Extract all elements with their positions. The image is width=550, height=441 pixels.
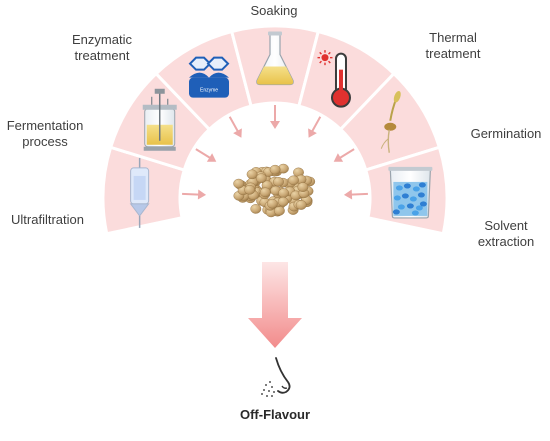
- enzyme-badge: Enzyme: [200, 88, 218, 94]
- soybean: [277, 196, 289, 207]
- nostril: [281, 385, 288, 389]
- flask-rim: [268, 31, 282, 36]
- nose-icon: [261, 357, 291, 397]
- arrow-head: [197, 189, 207, 200]
- bioreactor-icon: [142, 88, 177, 151]
- odour-particle: [269, 381, 271, 383]
- column-filling: [133, 175, 146, 200]
- granule: [409, 196, 417, 202]
- granule: [393, 195, 401, 201]
- granule: [417, 192, 425, 198]
- label-thermal: Thermal treatment: [425, 30, 481, 61]
- arrow-enzymatic: [228, 116, 242, 138]
- arrow-head: [333, 153, 344, 162]
- label-soaking: Soaking: [250, 3, 298, 18]
- leaf: [393, 91, 401, 103]
- flask-icon: [256, 31, 294, 86]
- arrow-thermal: [308, 116, 322, 138]
- heat-ray: [328, 51, 331, 55]
- enzyme-icon: Enzyme: [188, 56, 230, 98]
- root-branch: [380, 138, 389, 149]
- label-fermentation: Fermentation process: [6, 118, 84, 149]
- soybean: [273, 176, 284, 187]
- thermo-mercury: [338, 69, 343, 96]
- granule: [411, 210, 419, 216]
- odour-particle: [266, 395, 268, 397]
- enzyme-body: [189, 77, 230, 98]
- odour-particle: [271, 386, 273, 388]
- sprout-icon: [380, 91, 401, 153]
- granule: [401, 193, 409, 199]
- outcome-arrow: [248, 262, 302, 397]
- soybean: [278, 188, 289, 198]
- granule: [412, 186, 420, 192]
- granule: [395, 185, 403, 191]
- arrow-head: [206, 153, 217, 162]
- odour-particle: [265, 384, 267, 386]
- odour-particle: [268, 390, 270, 392]
- binding-site: [189, 72, 230, 78]
- arrow-ultrafiltration: [182, 189, 207, 200]
- heat-ray: [319, 51, 322, 55]
- granule: [403, 183, 411, 189]
- thermometer-icon: [317, 50, 351, 108]
- soybean: [269, 164, 281, 175]
- granule: [418, 182, 426, 188]
- soybean: [297, 182, 309, 192]
- soybean: [259, 187, 271, 198]
- arrow-head: [308, 128, 317, 138]
- granule: [392, 209, 400, 215]
- root-main: [387, 129, 390, 153]
- motor: [154, 88, 165, 94]
- soybean: [250, 204, 262, 214]
- treatment-icons: Enzyme: [129, 31, 433, 228]
- arrow-head: [343, 189, 353, 200]
- substrate-hex-2: [206, 56, 230, 71]
- nose-outline: [275, 357, 291, 394]
- soybean: [246, 169, 258, 180]
- flask-liquid: [256, 66, 294, 85]
- base: [143, 146, 176, 151]
- odour-particle: [263, 389, 265, 391]
- big-down-arrow: [248, 262, 302, 348]
- inward-arrows: [182, 105, 368, 200]
- odour-particle: [273, 391, 275, 393]
- arrow-head: [270, 121, 280, 129]
- label-enzymatic: Enzymatic treatment: [72, 32, 132, 63]
- label-ultrafiltration: Ultrafiltration: [11, 212, 84, 227]
- heat-icon: [317, 50, 333, 66]
- odour-particle: [271, 395, 273, 397]
- soybean-pile: [233, 163, 316, 218]
- heat-core: [321, 54, 329, 62]
- granule: [419, 201, 427, 207]
- label-germination: Germination: [470, 126, 542, 141]
- seed: [384, 122, 397, 131]
- soybean: [255, 173, 267, 183]
- arrow-soaking: [270, 105, 280, 129]
- granule: [406, 203, 414, 209]
- arrow-germination: [333, 148, 355, 162]
- column-cone: [129, 203, 150, 217]
- soybean: [244, 184, 256, 195]
- outcome-label: Off-Flavour: [239, 407, 311, 422]
- heat-ray: [319, 60, 322, 64]
- granule: [415, 205, 423, 211]
- arrow-solvent: [343, 189, 368, 200]
- soybean: [266, 198, 278, 209]
- beaker-rim: [388, 166, 433, 171]
- soybean: [233, 178, 245, 189]
- arrow-head: [233, 128, 242, 138]
- soybean: [295, 200, 307, 210]
- granule: [397, 204, 405, 210]
- heat-ray: [328, 60, 331, 64]
- filtration-column-icon: [129, 157, 150, 228]
- beaker-icon: [388, 166, 433, 219]
- arrow-fermentation: [195, 148, 217, 162]
- soybean: [288, 175, 299, 186]
- soybean: [273, 205, 285, 216]
- odour-particle: [261, 393, 263, 395]
- label-solvent: Solvent extraction: [477, 218, 535, 249]
